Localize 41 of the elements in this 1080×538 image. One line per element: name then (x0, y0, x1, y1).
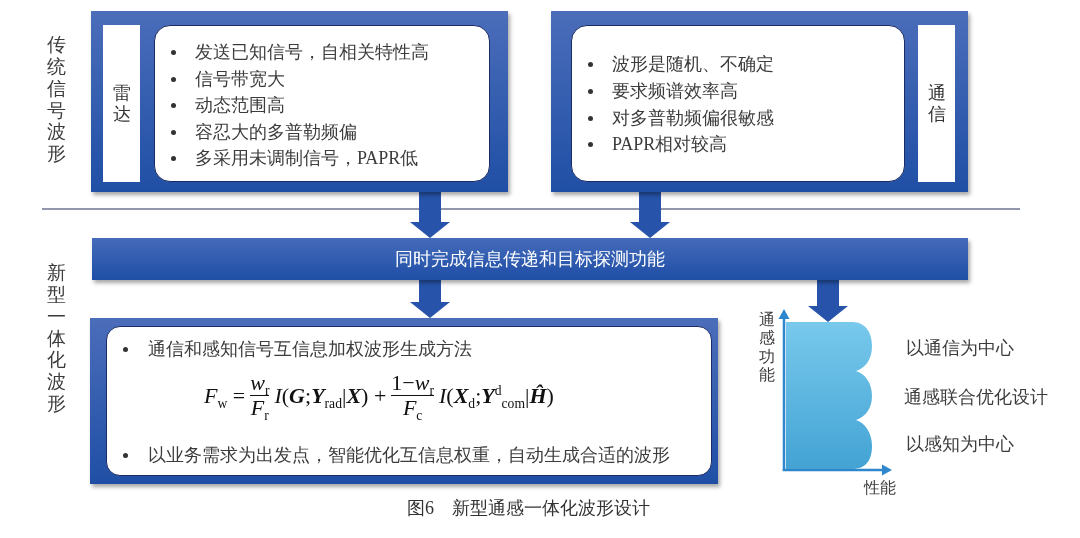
arrow (410, 192, 450, 238)
arrow (808, 280, 848, 322)
panel (551, 11, 968, 192)
arrow (410, 280, 450, 318)
side-tab (918, 25, 955, 182)
text-card (154, 25, 490, 182)
list-item-text: 以业务需求为出发点，智能优化互信息权重，自动生成合适的波形 (148, 444, 670, 467)
vertical-label: 通感功能 (759, 311, 775, 385)
list-item-text: 波形是随机、不确定 (612, 53, 774, 76)
formula-term: I(X$_{d}$;Y$^{d}$$_{com}$|Ĥ) (438, 383, 554, 408)
caption: 图6 新型通感一体化波形设计 (407, 497, 650, 520)
list-item-text: 容忍大的多普勒频偏 (195, 120, 357, 144)
formula-term: I(G;Y$_{rad}$|X) + (274, 383, 387, 408)
fraction-numerator: w$_{r}$ (250, 371, 270, 395)
banner-text: 同时完成信息传递和目标探测功能 (395, 248, 665, 271)
wave-edged-bar (786, 322, 872, 469)
list-item-text: PAPR相对较高 (612, 133, 728, 157)
formula-term: F$_{w}$ = (204, 383, 246, 408)
section-label: 传统信号波形 (47, 34, 66, 166)
text-card (571, 25, 905, 182)
list-item-text: 信号带宽大 (195, 67, 285, 91)
fraction-denominator: F$_{r}$ (250, 396, 269, 421)
axis-label: 性能 (864, 478, 896, 498)
list-item-text: 动态范围高 (195, 94, 285, 117)
side-tab (103, 25, 140, 182)
list-item-text: 发送已知信号，自相关特性高 (195, 41, 429, 64)
panel (91, 11, 508, 192)
list-item-text: 多采用未调制信号，PAPR低 (195, 147, 419, 170)
region-label: 以通信为中心 (906, 337, 1014, 360)
fraction-denominator: F$_{c}$ (402, 396, 423, 421)
list-item-text: 通信和感知信号互信息加权波形生成方法 (148, 338, 472, 361)
list-item-text: 对多普勒频偏很敏感 (612, 106, 774, 130)
fraction-numerator: 1−w$_{r}$ (391, 371, 434, 395)
section-label: 新型一体化波形 (47, 262, 66, 415)
tab-text: 通信 (927, 82, 946, 125)
region-label: 以感知为中心 (906, 433, 1014, 456)
tab-text: 雷达 (112, 82, 131, 125)
region-label: 通感联合优化设计 (904, 386, 1048, 409)
arrow (630, 192, 670, 238)
banner (92, 238, 968, 280)
list-item-text: 要求频谱效率高 (612, 79, 738, 103)
